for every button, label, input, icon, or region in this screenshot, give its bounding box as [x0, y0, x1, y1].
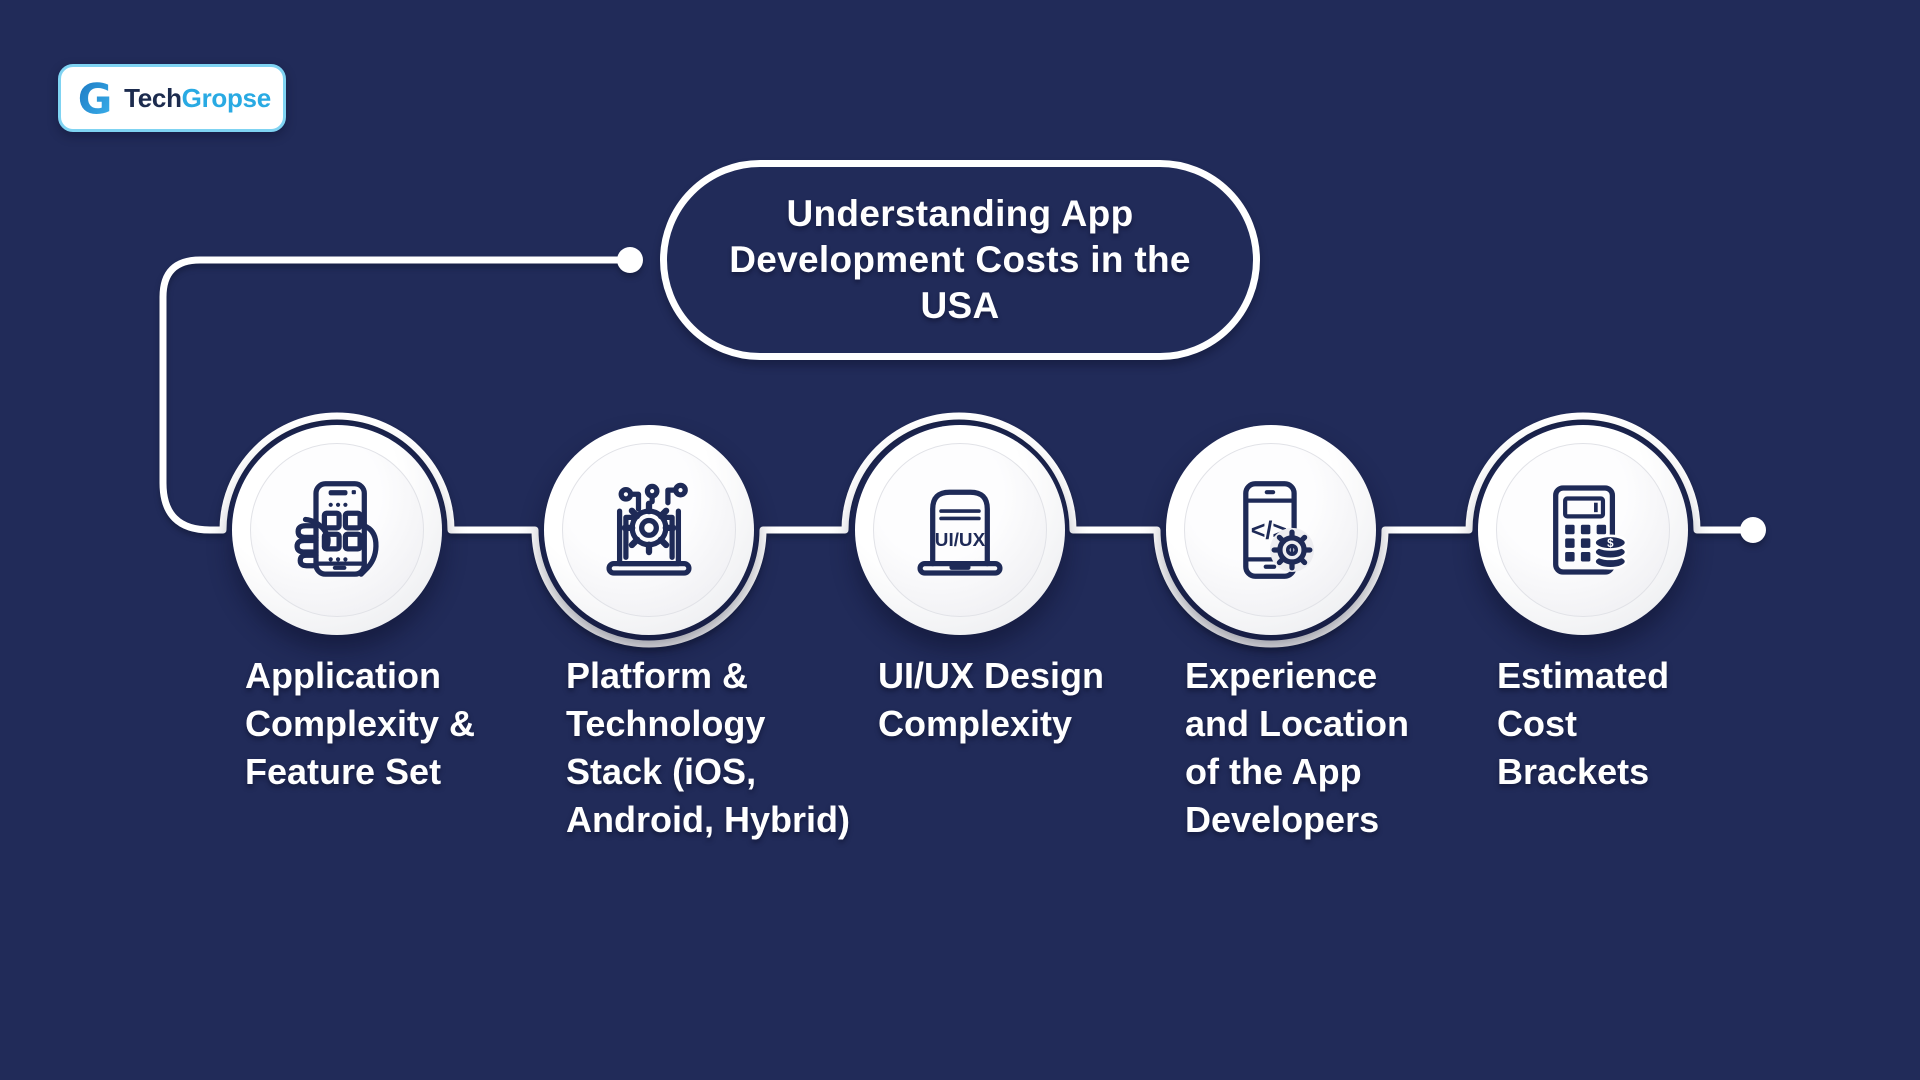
logo-wordmark-gropse: Gropse — [181, 82, 272, 113]
step-circle-platform-stack — [544, 425, 754, 635]
coin-stack: $ — [1593, 534, 1628, 570]
step-label-uiux-design: UI/UX Design Complexity — [878, 655, 1105, 744]
step-label-cost-brackets: Estimated Cost Brackets — [1497, 655, 1670, 792]
phone-code-gear-icon: </> — [1243, 481, 1315, 579]
step-circle-inner: $ — [1496, 443, 1670, 617]
logo-wordmark: TechGropse — [124, 83, 271, 114]
coin-currency-symbol: $ — [1607, 538, 1614, 550]
uiux-laptop-icon: UI/UX — [917, 489, 1003, 576]
laptop-gear-circuit-icon — [606, 482, 692, 576]
logo-g-monogram-icon: G — [78, 75, 113, 121]
step-circle-cost-brackets: $ — [1478, 425, 1688, 635]
techgropse-logo: G TechGropse — [58, 64, 286, 132]
step-circle-inner — [562, 443, 736, 617]
logo-wordmark-tech: Tech — [124, 82, 182, 113]
calculator-coins-icon: $ — [1553, 485, 1628, 575]
connector-path — [159, 256, 1744, 648]
step-label-developer-experience: Experience and Location of the App Devel… — [1185, 655, 1409, 840]
title-pill: Understanding App Development Costs in t… — [660, 160, 1260, 360]
step-circle-inner — [250, 443, 424, 617]
step-label-platform-stack: Platform & Technology Stack (iOS, Androi… — [566, 655, 850, 840]
phone-in-hand-icon — [294, 481, 379, 577]
step-circle-uiux-design: UI/UX — [855, 425, 1065, 635]
logo-monogram-letter: G — [78, 75, 113, 121]
connector-end-dot — [1740, 517, 1766, 543]
uiux-screen-text: UI/UX — [935, 530, 986, 551]
step-circle-developer-experience: </> — [1166, 425, 1376, 635]
step-label-application-complexity: Application Complexity & Feature Set — [245, 655, 476, 792]
step-circle-application-complexity — [232, 425, 442, 635]
step-circle-inner: UI/UX — [873, 443, 1047, 617]
step-circle-inner: </> — [1184, 443, 1358, 617]
page-title: Understanding App Development Costs in t… — [729, 193, 1191, 326]
connector-start-dot — [617, 247, 643, 273]
